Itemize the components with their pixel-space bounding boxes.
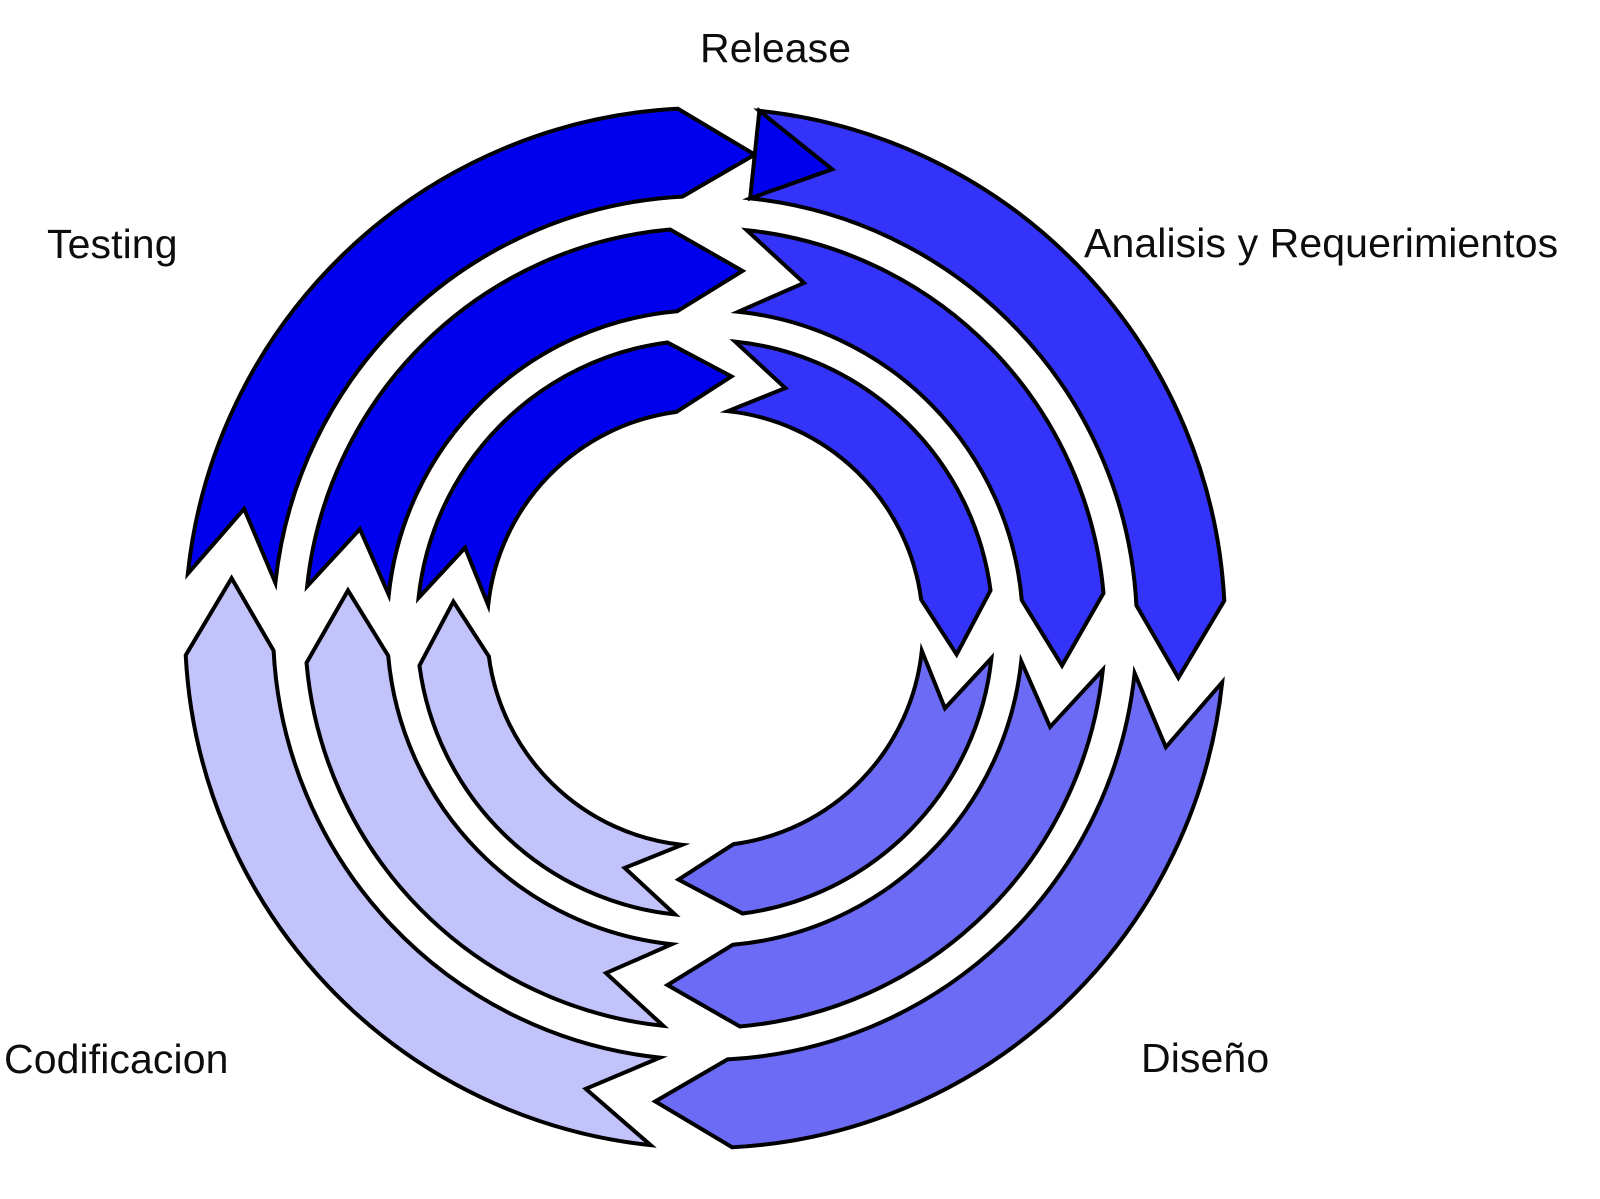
arc-arrow-codificacion-ring-middle <box>304 586 680 1029</box>
arc-arrow-diseno-ring-middle <box>663 653 1106 1029</box>
phase-label-testing: Testing <box>47 221 178 267</box>
arc-arrow-analisis-ring-outer <box>742 108 1227 682</box>
arc-arrow-testing-ring-inner <box>415 340 736 614</box>
phase-label-analisis-requerimientos: Analisis y Requerimientos <box>1084 220 1559 266</box>
arc-arrow-analisis-ring-inner <box>719 338 993 659</box>
arc-arrow-analisis-ring-middle <box>730 227 1106 670</box>
arc-arrow-testing-ring-outer <box>185 106 759 591</box>
arrow-layer <box>183 106 1227 1150</box>
arc-arrow-codificacion-ring-inner <box>417 597 691 918</box>
phase-label-diseno: Diseño <box>1141 1035 1270 1081</box>
arc-arrow-diseno-ring-inner <box>674 642 995 916</box>
arc-arrow-diseno-ring-outer <box>651 665 1225 1150</box>
arc-arrow-codificacion-ring-outer <box>183 574 668 1148</box>
phase-label-codificacion: Codificacion <box>4 1036 229 1082</box>
arc-arrow-testing-ring-middle <box>304 227 747 603</box>
phase-label-release: Release <box>700 25 852 71</box>
arc-arrowhead-release <box>747 106 837 202</box>
